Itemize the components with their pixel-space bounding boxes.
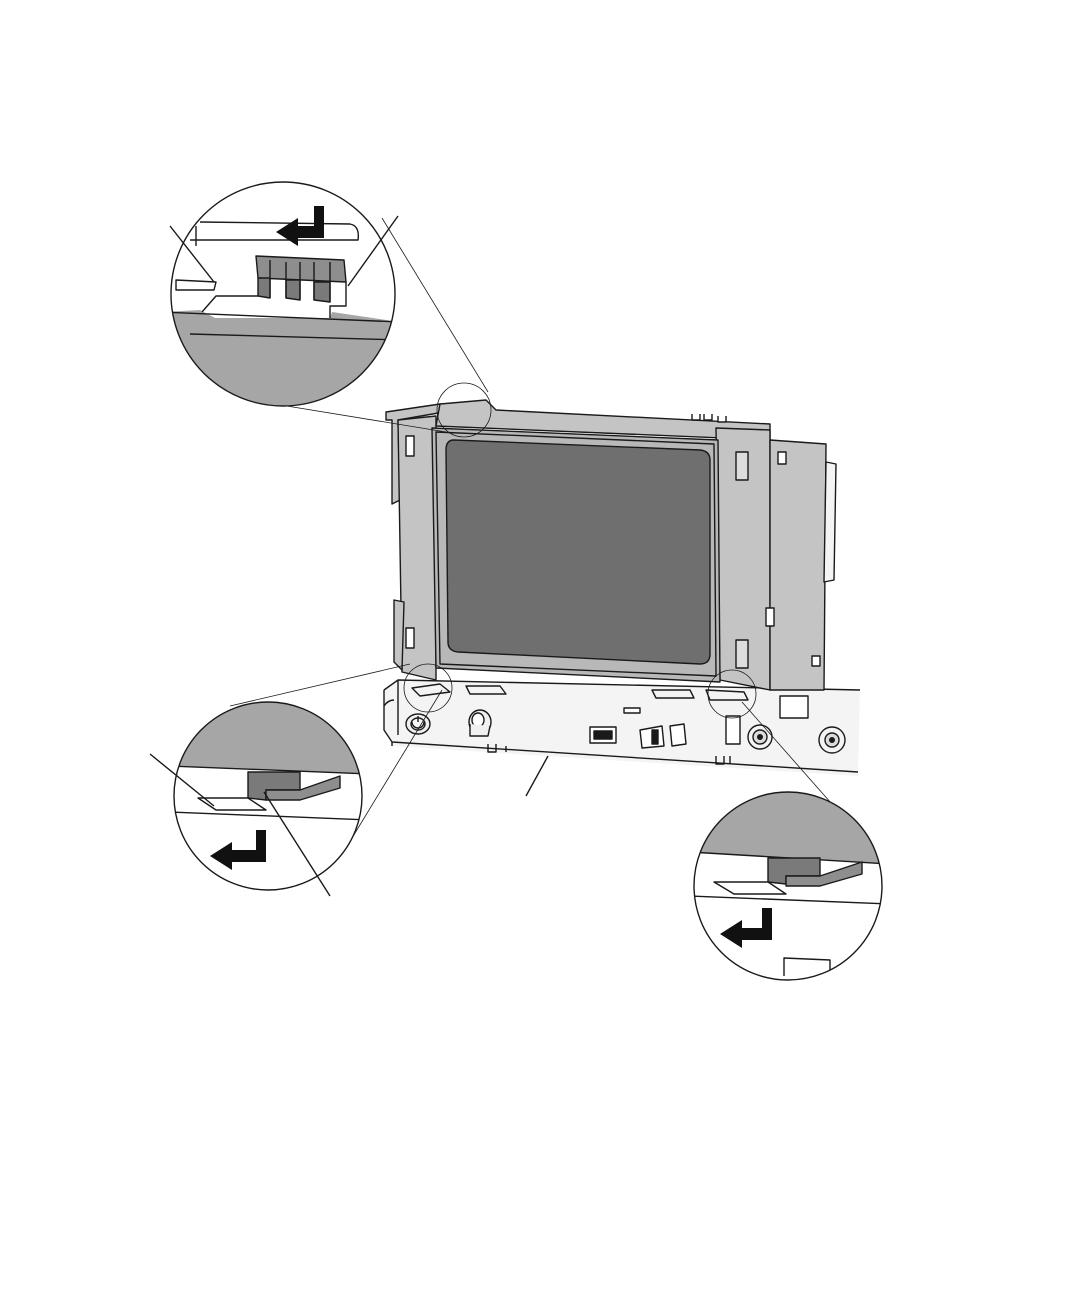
control-knob [469, 710, 491, 736]
front-panel [384, 680, 860, 776]
lcd-assembly [386, 400, 836, 690]
detail-right-latch [690, 790, 890, 990]
power-button [406, 714, 430, 734]
usb-port [590, 727, 616, 743]
detail-left-latch [150, 700, 370, 900]
bnc-connector-2 [819, 727, 845, 753]
lcd-screen [446, 440, 710, 664]
detail-top-latch [160, 180, 410, 420]
leader-lines [526, 756, 548, 796]
bnc-connector-1 [748, 725, 772, 749]
